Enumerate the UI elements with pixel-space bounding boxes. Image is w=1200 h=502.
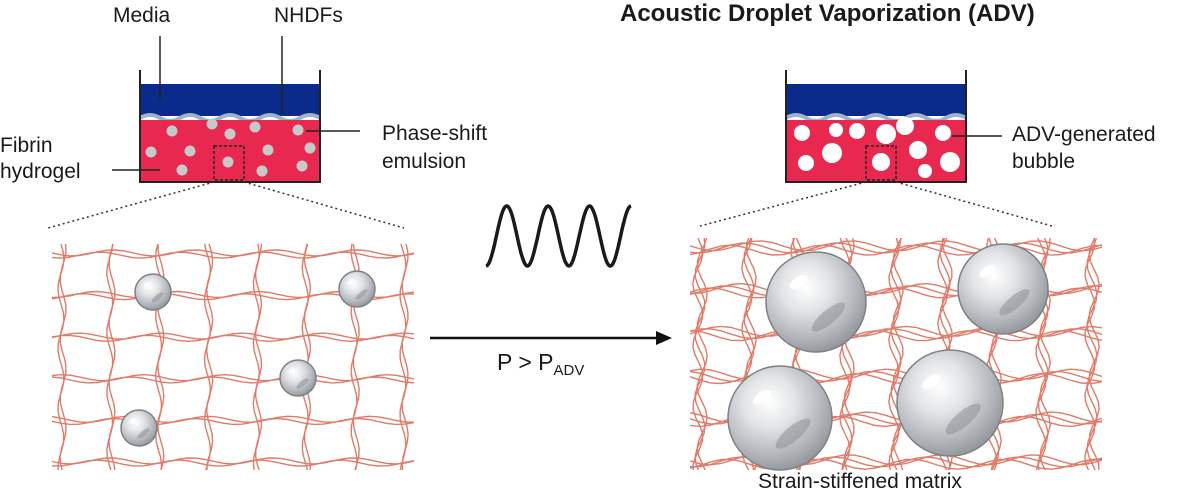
adv-bubble bbox=[909, 141, 927, 159]
fibrin-fiber-vertical bbox=[59, 243, 67, 470]
adv-bubble bbox=[849, 123, 865, 139]
fibrin-label-line1: Fibrin bbox=[0, 134, 53, 157]
fibrin-fiber-horizontal bbox=[690, 242, 1102, 254]
fibrin-fiber-vertical bbox=[108, 243, 116, 470]
pressure-label: P > PADV bbox=[497, 349, 585, 379]
bubble-label-line1: ADV-generated bbox=[1012, 123, 1156, 146]
emulsion-droplet bbox=[176, 164, 188, 176]
adv-bubble bbox=[896, 117, 914, 135]
emulsion-droplet bbox=[249, 121, 261, 133]
emulsion-droplet bbox=[304, 142, 316, 154]
arrow-right-icon bbox=[430, 331, 672, 345]
left-culture-well bbox=[112, 36, 360, 183]
left-zoom-line-a bbox=[47, 181, 215, 229]
media-label: Media bbox=[113, 4, 171, 27]
fibrin-fiber-vertical bbox=[696, 238, 708, 470]
emulsion-droplet bbox=[292, 124, 304, 136]
emulsion-droplet bbox=[166, 125, 178, 137]
fibrin-fiber-horizontal bbox=[51, 251, 415, 259]
right-zoom-line-b bbox=[895, 181, 1053, 227]
emulsion-droplet-sphere bbox=[120, 409, 158, 447]
diagram-title: Acoustic Droplet Vaporization (ADV) bbox=[620, 0, 1035, 27]
emulsion-droplet-sphere bbox=[134, 273, 172, 311]
adv-bubble bbox=[822, 143, 842, 163]
fibrin-fiber-horizontal bbox=[52, 459, 415, 467]
pressure-subscript: ADV bbox=[553, 362, 585, 379]
fibrin-fiber-horizontal bbox=[690, 330, 1102, 342]
right-zoom-line-a bbox=[699, 181, 867, 227]
fibrin-fiber-vertical bbox=[401, 243, 409, 470]
right-media-layer bbox=[786, 84, 966, 116]
fibrin-fiber-horizontal bbox=[690, 328, 1102, 340]
fibrin-fiber-vertical bbox=[892, 238, 904, 470]
adv-bubble-sphere bbox=[896, 349, 1004, 457]
emulsion-droplet bbox=[262, 144, 274, 156]
right-adv-bubbles bbox=[727, 243, 1049, 471]
fibrin-fiber-horizontal bbox=[690, 325, 1102, 337]
fibrin-fiber-vertical bbox=[694, 238, 706, 470]
result-label: Strain-stiffened matrix bbox=[758, 470, 962, 493]
emulsion-label-line1: Phase-shift bbox=[382, 122, 488, 145]
right-zoom-box bbox=[865, 145, 897, 181]
emulsion-droplet bbox=[145, 146, 157, 158]
left-emulsion-droplets bbox=[120, 270, 376, 447]
adv-bubble bbox=[798, 155, 814, 171]
adv-bubble bbox=[829, 123, 843, 137]
pressure-main-text: P > P bbox=[497, 349, 554, 375]
emulsion-droplet bbox=[224, 128, 236, 140]
left-zoom-line-b bbox=[243, 181, 405, 229]
fibrin-fiber-vertical bbox=[303, 243, 312, 470]
fibrin-fiber-vertical bbox=[1084, 238, 1096, 470]
emulsion-droplet bbox=[256, 165, 268, 177]
left-media-layer bbox=[140, 84, 320, 116]
emulsion-droplet bbox=[222, 156, 234, 168]
fibrin-fiber-vertical bbox=[57, 243, 65, 470]
left-well-outline bbox=[139, 70, 321, 183]
fibrin-fiber-vertical bbox=[1088, 238, 1100, 470]
adv-bubble bbox=[876, 124, 896, 144]
right-bubbles bbox=[794, 117, 960, 178]
adv-bubble-sphere bbox=[957, 243, 1049, 335]
left-zoom-box bbox=[213, 145, 245, 181]
fibrin-fiber-vertical bbox=[692, 238, 704, 470]
fibrin-fiber-horizontal bbox=[690, 458, 1102, 470]
adv-bubble bbox=[872, 153, 890, 171]
left-droplets bbox=[145, 118, 316, 177]
ultrasound-wave-icon bbox=[485, 204, 632, 268]
emulsion-droplet bbox=[206, 118, 218, 130]
emulsion-droplet bbox=[184, 145, 196, 157]
emulsion-droplet-sphere bbox=[279, 359, 317, 397]
adv-bubble bbox=[794, 125, 810, 141]
adv-bubble bbox=[935, 125, 951, 141]
adv-bubble bbox=[940, 152, 960, 172]
emulsion-droplet bbox=[296, 160, 308, 172]
adv-bubble-sphere bbox=[765, 251, 867, 353]
adv-bubble bbox=[918, 164, 932, 178]
right-well-outline bbox=[785, 70, 967, 183]
right-culture-well bbox=[784, 70, 1002, 183]
fibrin-label-line2: hydrogel bbox=[0, 160, 81, 183]
emulsion-label-line2: emulsion bbox=[382, 150, 467, 173]
fibrin-fiber-horizontal bbox=[51, 417, 415, 426]
bubble-label-line2: bubble bbox=[1012, 150, 1076, 173]
fibrin-fiber-vertical bbox=[890, 238, 902, 470]
emulsion-droplet-sphere bbox=[338, 270, 376, 308]
fibrin-fiber-vertical bbox=[205, 243, 214, 470]
nhdfs-label: NHDFs bbox=[274, 4, 343, 27]
adv-bubble-sphere bbox=[727, 365, 833, 471]
fibrin-fiber-horizontal bbox=[51, 376, 415, 384]
fibrin-fiber-vertical bbox=[254, 243, 263, 470]
